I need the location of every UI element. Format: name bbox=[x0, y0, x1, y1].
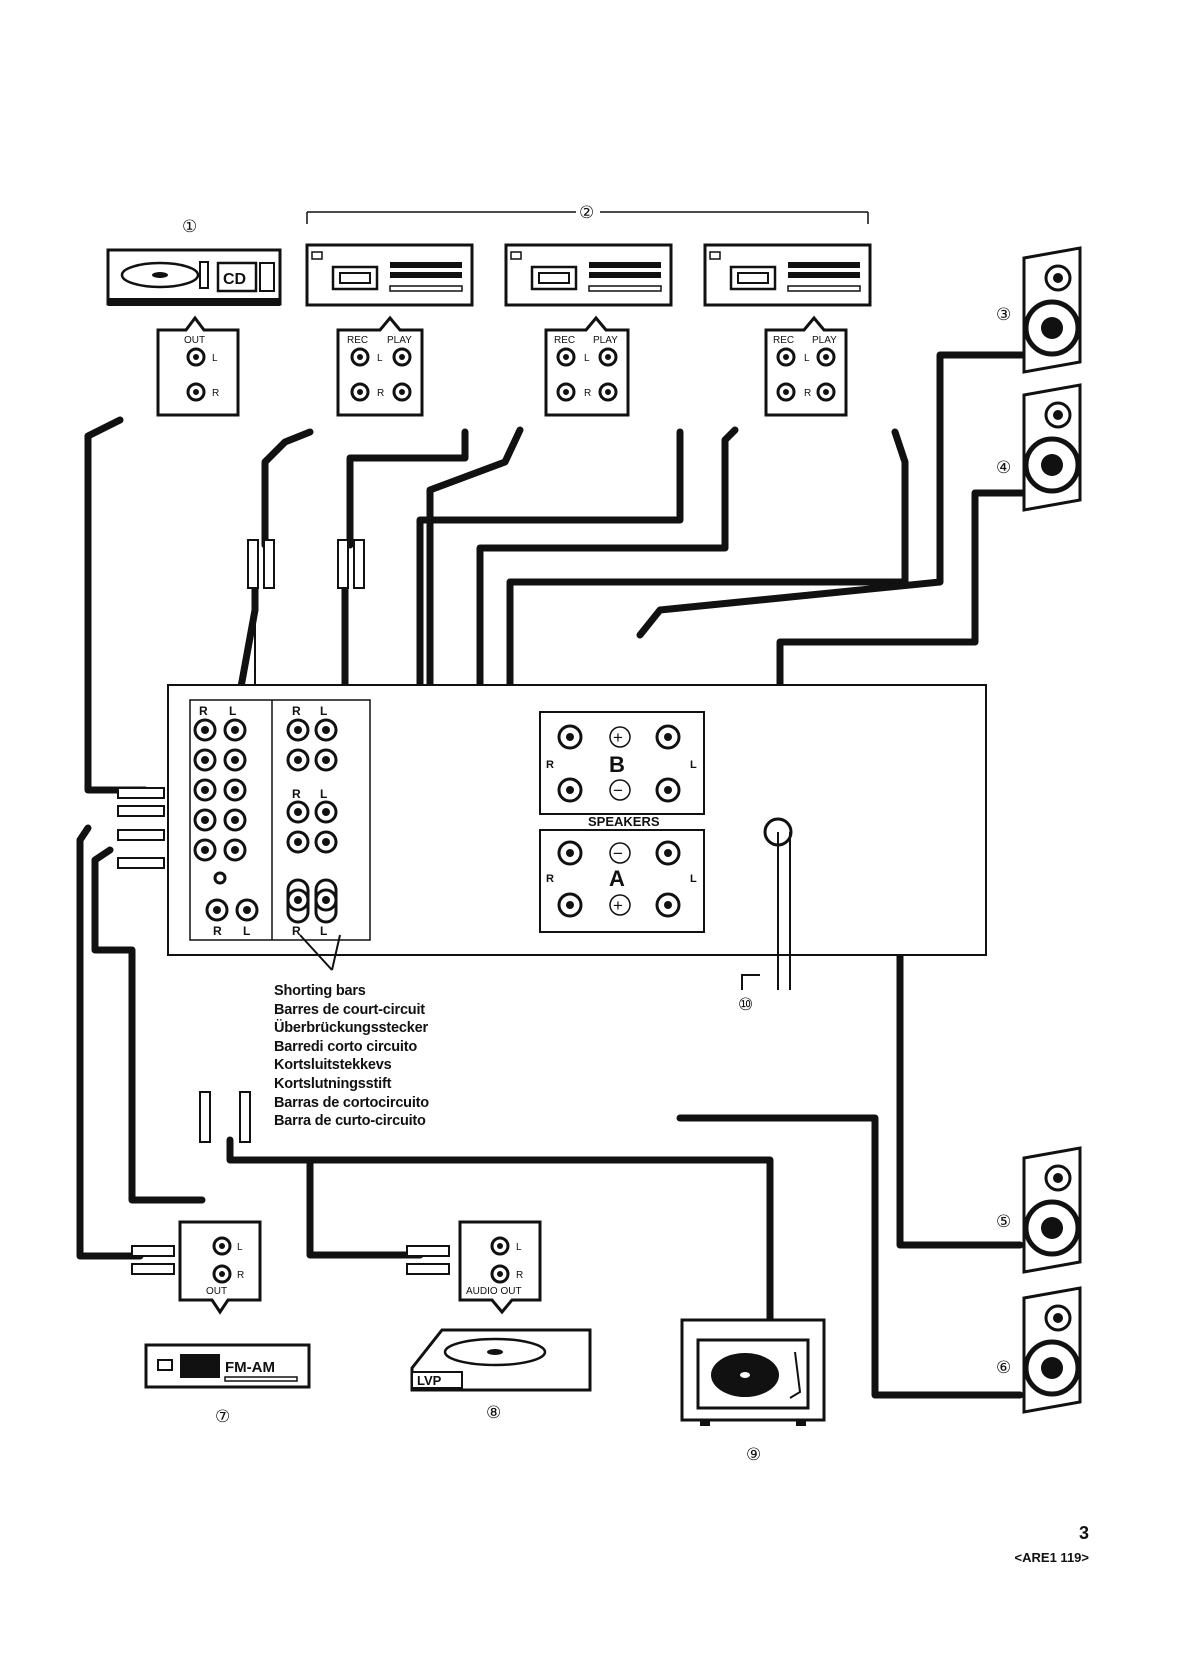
svg-text:L: L bbox=[229, 704, 236, 718]
svg-text:L: L bbox=[690, 873, 697, 885]
cable-plugs bbox=[117, 539, 450, 1275]
svg-text:R: R bbox=[584, 388, 591, 399]
cd-label: CD bbox=[223, 271, 246, 288]
svg-text:+: + bbox=[613, 896, 623, 915]
decks-bracket bbox=[306, 211, 869, 224]
svg-text:OUT: OUT bbox=[206, 1286, 227, 1297]
svg-text:L: L bbox=[320, 924, 327, 938]
svg-text:R: R bbox=[199, 704, 208, 718]
note-line-pt: Barra de curto-circuito bbox=[274, 1113, 426, 1130]
speaker-terminals-a: − + A R L bbox=[539, 829, 705, 933]
svg-text:REC: REC bbox=[347, 335, 368, 346]
lvp-jack-box: L R AUDIO OUT bbox=[458, 1220, 542, 1315]
tape-jacks bbox=[286, 718, 338, 924]
callout-cd: ① bbox=[182, 217, 197, 236]
svg-text:−: − bbox=[613, 844, 623, 863]
svg-text:R: R bbox=[292, 787, 301, 801]
svg-text:L: L bbox=[243, 924, 250, 938]
note-line-es: Barras de cortocircuito bbox=[274, 1094, 429, 1111]
cd-jack-box: OUT L R bbox=[156, 315, 240, 417]
note-line-nl: Kortsluitstekkevs bbox=[274, 1057, 392, 1074]
deck-3-jack-box: REC PLAY L R bbox=[764, 315, 848, 417]
deck-1-jack-box: REC PLAY L R bbox=[336, 315, 424, 417]
svg-text:R: R bbox=[292, 924, 301, 938]
cassette-deck-1 bbox=[305, 243, 474, 307]
callout-ground: ⑩ bbox=[738, 995, 753, 1014]
svg-text:PLAY: PLAY bbox=[812, 335, 837, 346]
svg-text:R: R bbox=[804, 388, 811, 399]
note-line-fr: Barres de court-circuit bbox=[274, 1001, 425, 1018]
page-number: 3 bbox=[1078, 1523, 1089, 1543]
note-line-de: Überbrückungsstecker bbox=[274, 1020, 428, 1037]
tuner-jack-box: L R OUT bbox=[178, 1220, 262, 1315]
group-b-label: B bbox=[609, 752, 625, 777]
svg-text:R: R bbox=[546, 759, 554, 771]
callout-turntable: ⑨ bbox=[746, 1445, 761, 1464]
svg-text:R: R bbox=[377, 388, 384, 399]
callout-lvp: ⑧ bbox=[486, 1403, 501, 1422]
lvp-label: LVP bbox=[417, 1373, 442, 1388]
note-line-it: Barredi corto circuito bbox=[274, 1038, 418, 1055]
group-a-label: A bbox=[609, 866, 625, 891]
cd-r-label: R bbox=[212, 388, 219, 399]
svg-text:L: L bbox=[237, 1242, 243, 1253]
speakers-label: SPEAKERS bbox=[588, 814, 660, 829]
cassette-deck-3 bbox=[703, 243, 872, 307]
svg-text:PLAY: PLAY bbox=[593, 335, 618, 346]
cassette-deck-2 bbox=[504, 243, 673, 307]
svg-text:+: + bbox=[613, 728, 623, 747]
speaker-6 bbox=[1022, 1286, 1082, 1414]
tuner-label: FM-AM bbox=[225, 1359, 275, 1376]
cd-out-label: OUT bbox=[184, 335, 205, 346]
svg-text:PLAY: PLAY bbox=[387, 335, 412, 346]
speaker-3 bbox=[1022, 246, 1082, 374]
callout-numbers: ① ② ③ ④ ⑤ ⑥ ⑦ ⑧ ⑨ ⑩ bbox=[182, 203, 1011, 1464]
svg-text:L: L bbox=[516, 1242, 522, 1253]
doc-code: <ARE1 119> bbox=[1014, 1550, 1089, 1565]
cassette-decks bbox=[305, 243, 872, 307]
svg-text:R: R bbox=[516, 1270, 523, 1281]
svg-text:AUDIO OUT: AUDIO OUT bbox=[466, 1286, 522, 1297]
input-jacks bbox=[193, 718, 259, 922]
svg-text:REC: REC bbox=[773, 335, 794, 346]
svg-text:L: L bbox=[320, 787, 327, 801]
speaker-4 bbox=[1022, 383, 1082, 512]
callout-speaker-3: ③ bbox=[996, 305, 1011, 324]
tuner: FM-AM bbox=[144, 1343, 311, 1389]
svg-text:R: R bbox=[546, 873, 554, 885]
callout-speaker-6: ⑥ bbox=[996, 1358, 1011, 1377]
svg-text:−: − bbox=[613, 781, 623, 800]
callout-speaker-5: ⑤ bbox=[996, 1212, 1011, 1231]
callout-tuner: ⑦ bbox=[215, 1407, 230, 1426]
svg-text:L: L bbox=[804, 353, 810, 364]
svg-text:REC: REC bbox=[554, 335, 575, 346]
svg-text:R: R bbox=[213, 924, 222, 938]
svg-text:L: L bbox=[377, 353, 383, 364]
note-line-sv: Kortslutningsstift bbox=[274, 1075, 392, 1092]
lvp-player: LVP bbox=[410, 1328, 592, 1392]
svg-text:R: R bbox=[292, 704, 301, 718]
svg-text:L: L bbox=[320, 704, 327, 718]
svg-text:L: L bbox=[690, 759, 697, 771]
turntable bbox=[680, 1318, 826, 1426]
cd-player: CD bbox=[106, 248, 282, 306]
speaker-terminals-b: + − B R L bbox=[539, 711, 705, 815]
cd-l-label: L bbox=[212, 353, 218, 364]
shorting-bars-note: Shorting bars Barres de court-circuit Üb… bbox=[274, 982, 429, 1131]
deck-2-jack-box: REC PLAY L R bbox=[544, 315, 630, 417]
amplifier-rear-panel: R L R L R L R L R L + − B R L SPEAKERS bbox=[167, 684, 987, 990]
svg-text:R: R bbox=[237, 1270, 244, 1281]
note-line-en: Shorting bars bbox=[274, 983, 366, 999]
callout-speaker-4: ④ bbox=[996, 458, 1011, 477]
svg-text:L: L bbox=[584, 353, 590, 364]
speaker-5 bbox=[1022, 1146, 1082, 1274]
callout-decks: ② bbox=[579, 203, 594, 222]
